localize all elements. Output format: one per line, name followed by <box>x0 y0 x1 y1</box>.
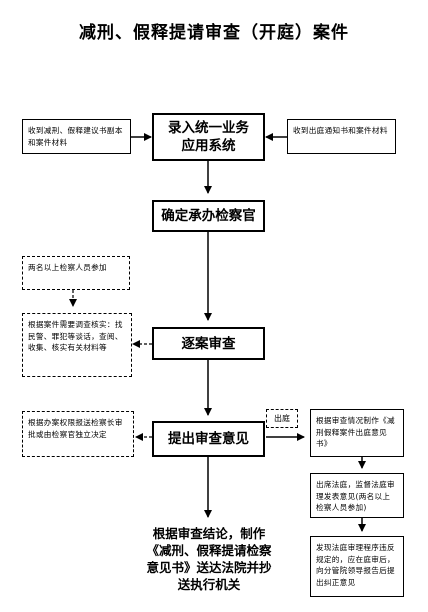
box-right-input: 收到出庭通知书和案件材料 <box>287 119 396 154</box>
label-court: 出庭 <box>266 409 298 428</box>
box-approval: 根据办案权限报送检察长审批或由检察官独立决定 <box>22 411 134 457</box>
box-court-attend: 出席法庭，监督法庭审理发表意见(两名以上检察人员参加) <box>310 473 404 518</box>
box-left-input: 收到减刑、假释建议书副本和案件材料 <box>22 119 131 154</box>
box-entry-system: 录入统一业务应用系统 <box>152 113 265 161</box>
box-two-prosecutors: 两名以上检察人员参加 <box>22 256 130 290</box>
page-title: 减刑、假释提请审查（开庭）案件 <box>79 23 349 43</box>
box-opinion: 提出审查意见 <box>152 421 265 457</box>
box-correction: 发现法庭审理程序违反规定的，应在庭审后，向分管院领导报告后提出纠正意见 <box>310 536 404 597</box>
box-assign-prosecutor: 确定承办检察官 <box>152 200 265 232</box>
box-court-opinion-book: 根据审查情况制作《减刑假释案件出庭意见书》 <box>310 409 404 457</box>
box-investigate: 根据案件需要调查核实：找民警、罪犯等谈话，查阅、收集、核实有关材料等 <box>22 313 132 377</box>
box-final: 根据审查结论，制作《减刑、假释提请检察意见书》送达法院并抄送执行机关 <box>137 522 281 596</box>
box-review: 逐案审查 <box>152 327 265 360</box>
